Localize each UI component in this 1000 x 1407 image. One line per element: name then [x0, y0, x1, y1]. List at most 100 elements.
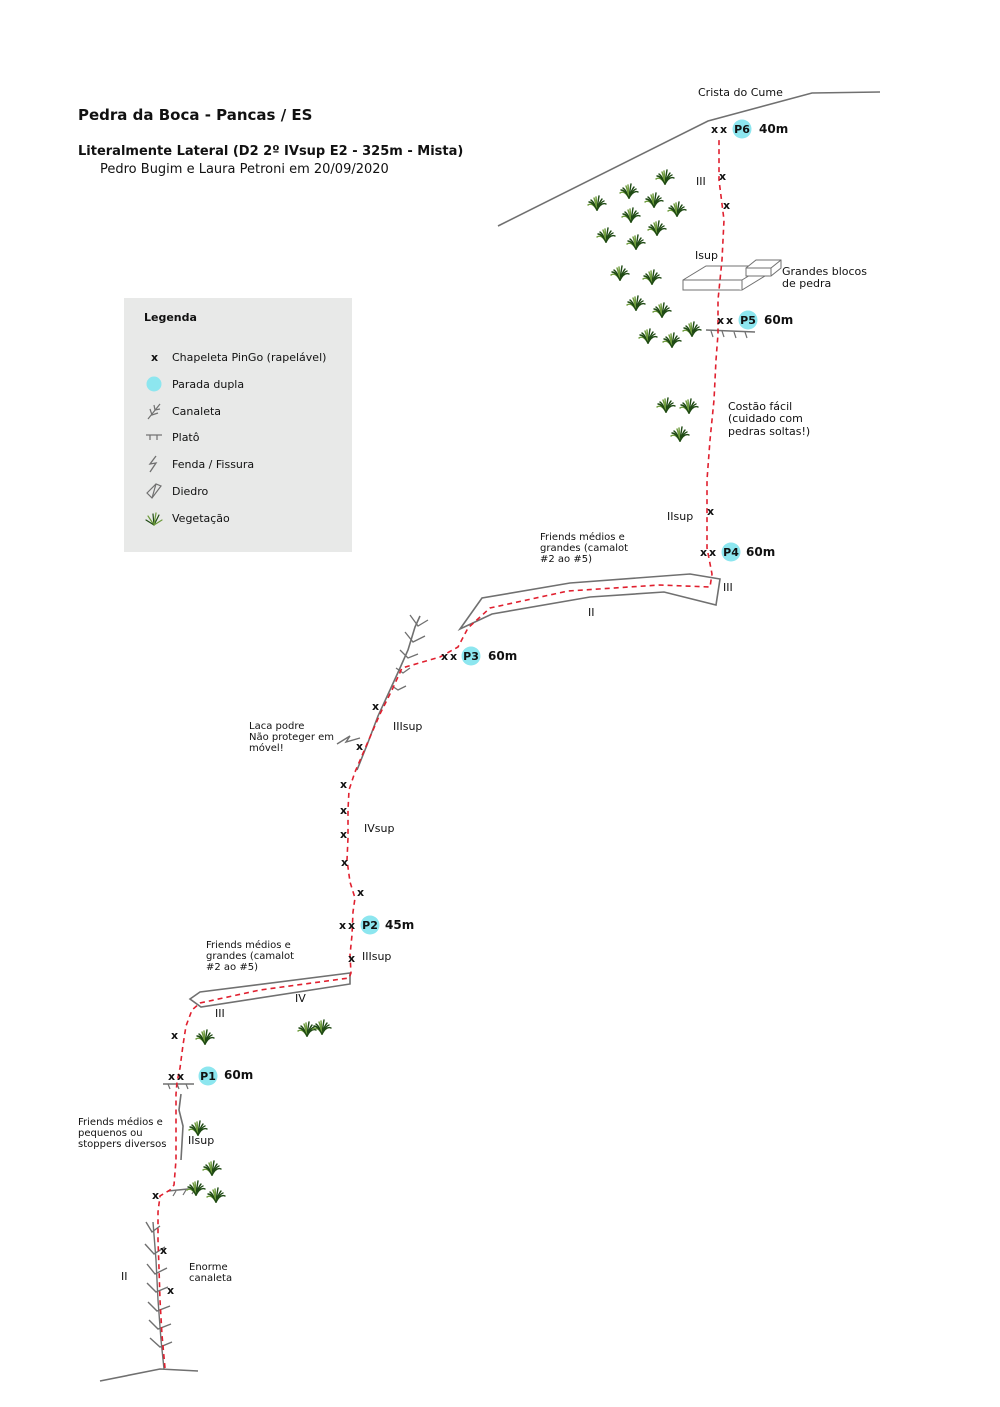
anchor-name: P2: [362, 919, 378, 932]
vegetation-tuft: [587, 195, 607, 211]
ground-line: [99, 1368, 199, 1382]
bolt-marker: x: [348, 952, 355, 965]
anchor-bolt: x: [717, 314, 724, 327]
legend-label-bolt: Chapeleta PinGo (rapelável): [172, 350, 327, 364]
anchor-bolt: x: [348, 919, 355, 932]
bolt-marker: x: [340, 828, 347, 841]
anchor-bolt: x: [450, 650, 457, 663]
legend-item-anchor: Parada dupla: [144, 374, 244, 394]
legend-label-dihedral: Diedro: [172, 484, 209, 498]
dihedral-lower: [188, 972, 351, 1008]
anchor-bolt: x: [700, 546, 707, 559]
vegetation-tuft: [662, 332, 682, 348]
vegetation-tuft: [206, 1187, 226, 1203]
vegetation-tuft: [644, 192, 664, 208]
bolt-marker: x: [167, 1284, 174, 1297]
legend-label-anchor: Parada dupla: [172, 377, 245, 391]
anchor-bolt: x: [726, 314, 733, 327]
station-length-p5: 60m: [764, 313, 794, 327]
anchor-circle: [360, 915, 380, 935]
vegetation-tuft: [312, 1019, 332, 1035]
vegetation-tuft: [195, 1029, 215, 1045]
anchor-bolt: x: [168, 1070, 175, 1083]
grade-label: IIIsup: [393, 720, 423, 733]
anchor-icon: [144, 374, 172, 394]
crack-upper-wall: [356, 615, 421, 771]
anchor-bolt: x: [177, 1070, 184, 1083]
gully-icon: [144, 401, 172, 421]
anchor-name: P1: [200, 1070, 216, 1083]
bolt-marker: x: [341, 856, 348, 869]
vegetation-tuft: [638, 328, 658, 344]
loose-flake-crack: [336, 735, 361, 745]
anchor-bolt: x: [709, 546, 716, 559]
grade-label: II: [588, 606, 595, 619]
legend-label-ledge: Platô: [172, 430, 200, 444]
anchor-circle: [738, 310, 758, 330]
anchor-bolt: x: [711, 123, 718, 136]
vegetation-tuft: [297, 1021, 317, 1037]
dihedral-icon: [144, 481, 172, 501]
gully-note: Enorme canaleta: [189, 1262, 233, 1285]
anchor-bolt: x: [441, 650, 448, 663]
vegetation-tuft: [626, 234, 646, 250]
bolt-marker: x: [340, 778, 347, 791]
vegetation-tuft: [202, 1160, 222, 1176]
route-line: [157, 140, 725, 1369]
station-length-p2: 45m: [385, 918, 415, 932]
ledge-icon: [144, 427, 172, 447]
vegetation-tuft: [652, 302, 672, 318]
slab-note: Costão fácil (cuidado com pedras soltas!…: [728, 400, 811, 438]
svg-text:x: x: [151, 351, 158, 364]
anchor-circle: [198, 1066, 218, 1086]
legend-item-crack: Fenda / Fissura: [144, 454, 254, 474]
vegetation-tuft: [626, 295, 646, 311]
vegetation-tuft: [186, 1180, 206, 1196]
bolt-marker: x: [723, 199, 730, 212]
station-length-p6: 40m: [759, 122, 789, 136]
bolt-icon: x: [144, 347, 172, 367]
vegetation-tuft: [655, 169, 675, 185]
ledge-p5: [705, 329, 756, 333]
dihedral-upper: [457, 573, 721, 632]
anchor-circle: [721, 542, 741, 562]
station-length-p4: 60m: [746, 545, 776, 559]
crack-icon: [144, 454, 172, 474]
grade-label: IIsup: [188, 1134, 215, 1147]
grade-label: III: [696, 175, 706, 188]
legend-item-ledge: Platô: [144, 427, 199, 447]
friends-note-upper: Friends médios e grandes (camalot #2 ao …: [540, 532, 629, 566]
vegetation-tuft: [667, 201, 687, 217]
vegetation-clumps: [186, 169, 702, 1203]
anchor-circle: [461, 646, 481, 666]
vegetation-tuft: [679, 398, 699, 414]
legend-item-dihedral: Diedro: [144, 481, 208, 501]
vegetation-tuft: [619, 183, 639, 199]
legend-item-vegetation: Vegetação: [144, 508, 230, 528]
bolt-marker: x: [719, 170, 726, 183]
bolt-marker: x: [357, 886, 364, 899]
vegetation-tuft: [596, 227, 616, 243]
loose-flake-note: Laca podre Não proteger em móvel!: [249, 721, 335, 755]
vegetation-tuft: [642, 269, 662, 285]
boulders-note: Grandes blocos de pedra: [782, 265, 868, 291]
crack-pitch1: [178, 1093, 184, 1161]
anchor-circle: [732, 119, 752, 139]
bolt-marker: x: [356, 740, 363, 753]
anchor-bolt: x: [339, 919, 346, 932]
grade-label: III: [215, 1007, 225, 1020]
vegetation-tuft: [188, 1120, 208, 1136]
station-length-p1: 60m: [224, 1068, 254, 1082]
vegetation-icon: [144, 508, 172, 528]
grade-label: IV: [295, 992, 306, 1005]
anchor-name: P4: [723, 546, 739, 559]
anchor-name: P6: [734, 123, 750, 136]
grade-label: III: [723, 581, 733, 594]
topo-title: Pedra da Boca - Pancas / ES: [78, 106, 313, 124]
